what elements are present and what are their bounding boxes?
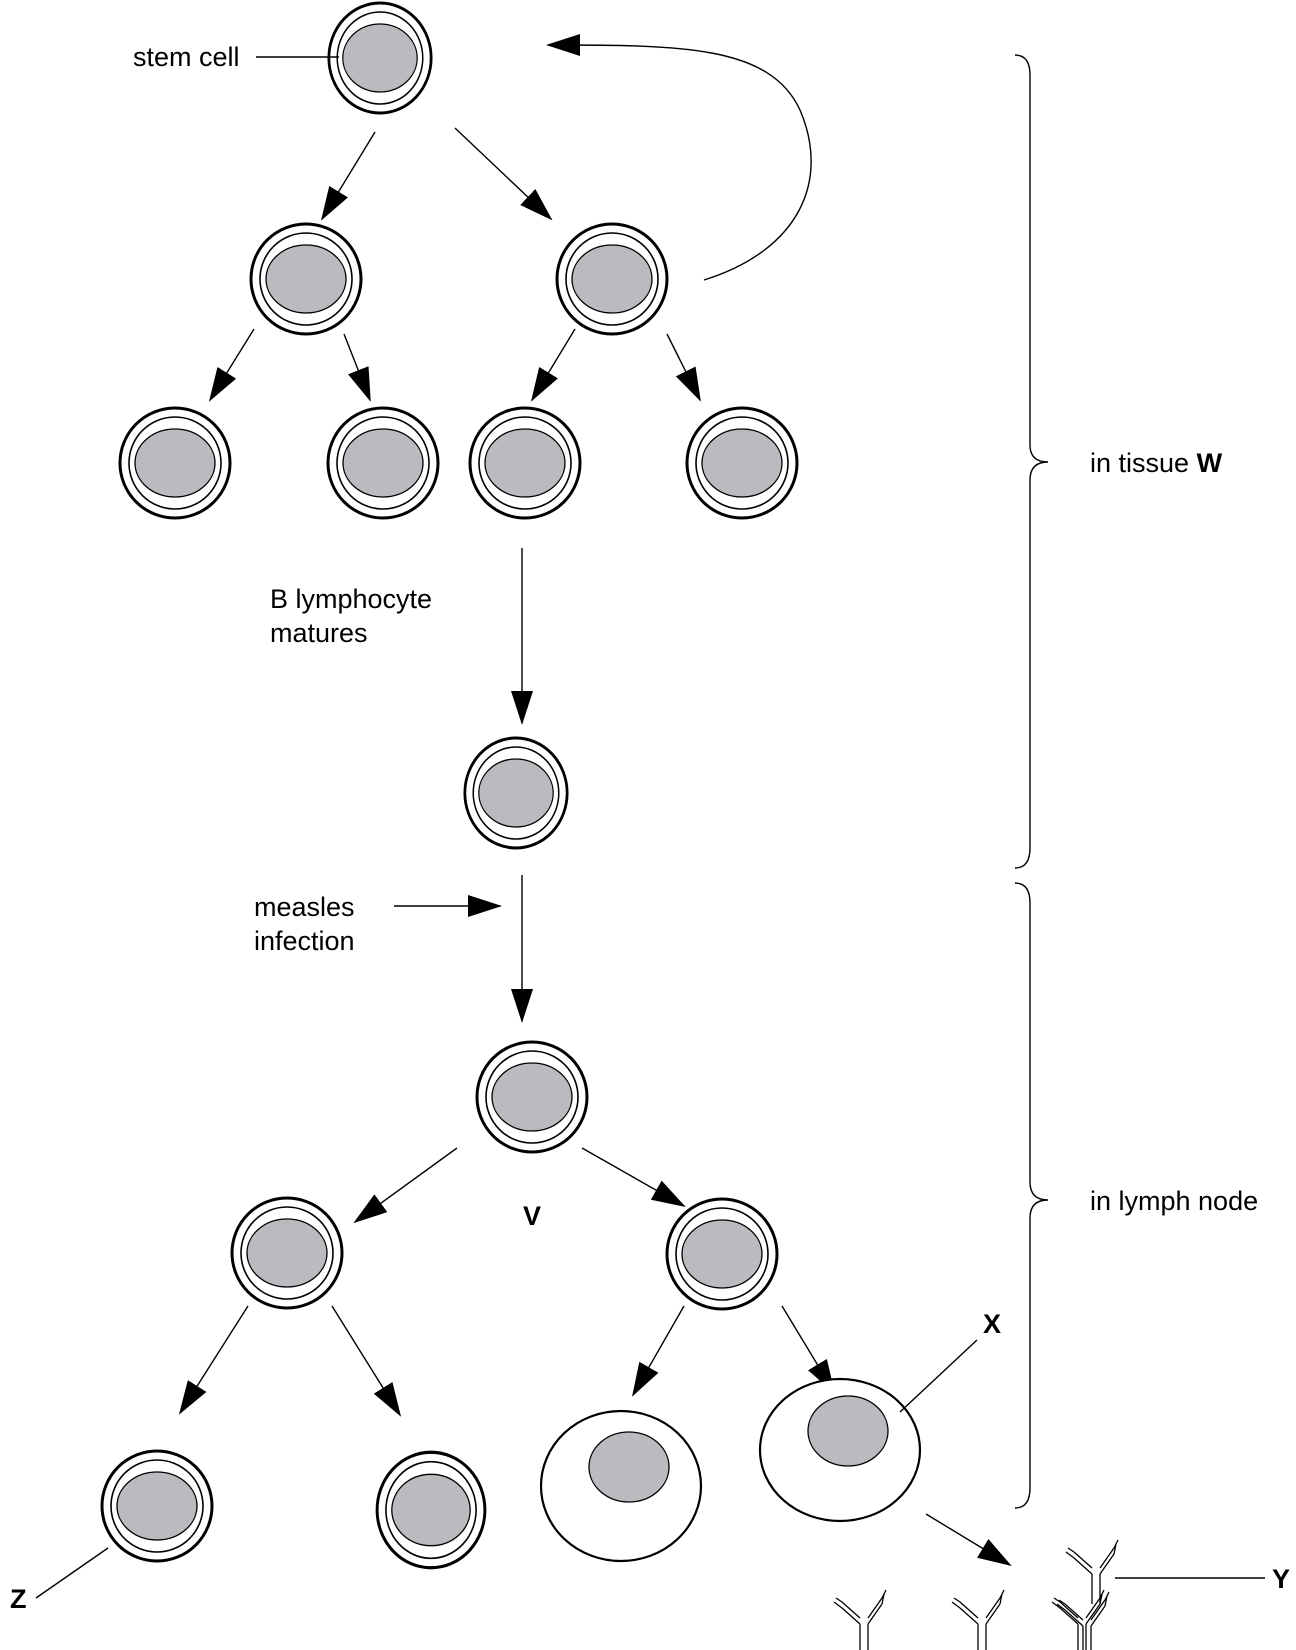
plasma-cell-1 (539, 1409, 703, 1563)
self-renewal-arrow (546, 34, 812, 281)
label-z-line (35, 1547, 109, 1599)
label-v: V (523, 1201, 541, 1231)
division-arrows-level-1 (320, 127, 553, 221)
antibody-4 (1051, 1589, 1105, 1650)
daughter-cell-right (555, 222, 669, 336)
brace-tissue-w (1014, 54, 1049, 869)
cell-v (475, 1040, 589, 1154)
division-arrows-level-2 (208, 328, 701, 402)
cell-row-3-c (468, 406, 582, 520)
label-in-tissue-w: in tissue W (1090, 448, 1223, 478)
in-tissue-text: in tissue (1090, 448, 1197, 478)
brace-lymph-node (1014, 882, 1049, 1509)
infection-label-text: infection (254, 926, 355, 956)
cell-row-5-right (665, 1197, 779, 1311)
label-x-line (899, 1339, 978, 1413)
antibody-y (1065, 1539, 1119, 1605)
daughter-cell-left (249, 222, 363, 336)
cell-row-3-b (326, 406, 440, 520)
plasma-cell-x (758, 1377, 922, 1523)
memory-cell-2 (375, 1450, 487, 1570)
secretion-arrow (925, 1513, 1012, 1567)
division-arrows-level-4 (353, 1147, 686, 1224)
cell-row-3-a (118, 406, 232, 520)
antibody-3 (951, 1589, 1005, 1650)
measles-label: measles (254, 892, 355, 922)
cell-row-5-left (230, 1196, 344, 1310)
stem-cell (327, 1, 433, 115)
label-z: Z (10, 1584, 27, 1614)
b-lymphocyte-label: B lymphocyte (270, 584, 432, 614)
tissue-letter-w: W (1197, 448, 1223, 478)
memory-cell-z (100, 1449, 214, 1563)
matures-label: matures (270, 618, 368, 648)
label-y: Y (1272, 1564, 1290, 1594)
division-arrows-level-5 (178, 1305, 836, 1417)
label-x: X (983, 1309, 1001, 1339)
label-in-lymph-node: in lymph node (1090, 1186, 1258, 1216)
antibody-2 (833, 1589, 887, 1650)
mature-b-lymphocyte (463, 736, 569, 850)
cell-row-3-d (685, 406, 799, 520)
infection-arrow (394, 875, 533, 1023)
stem-cell-label: stem cell (133, 42, 240, 72)
